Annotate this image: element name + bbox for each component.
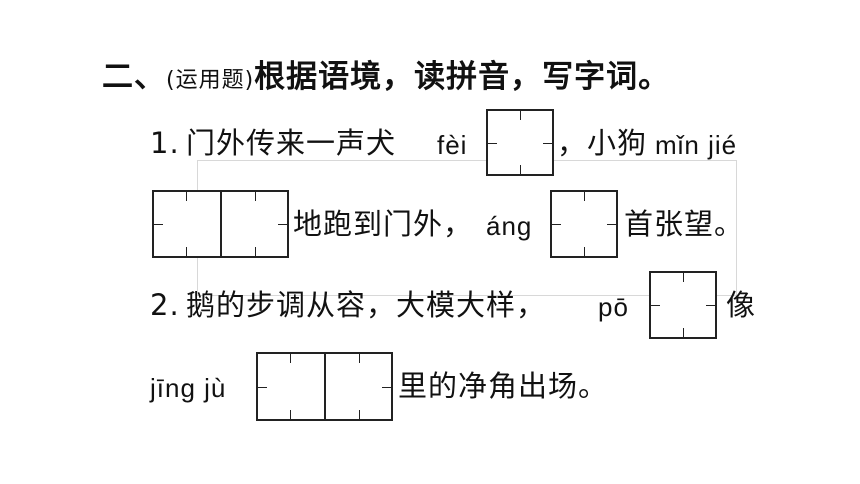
q1-text-d: 首张望。 — [624, 207, 745, 241]
q1-text-b: ，小狗 — [557, 126, 648, 160]
instruction-text: 根据语境，读拼音，写字词。 — [254, 59, 671, 95]
q1-answer-box-b[interactable] — [152, 190, 289, 258]
question-heading: 二、(运用题)根据语境，读拼音，写字词。 — [102, 62, 670, 93]
q1-text-c: 地跑到门外， — [293, 207, 474, 241]
q1-pinyin-a: fèi — [437, 130, 468, 160]
q2-pinyin-b: jīng jù — [150, 373, 227, 403]
q2-text-b: 像 — [726, 288, 757, 322]
q2-text-c: 里的净角出场。 — [398, 369, 609, 403]
q1-number: 1. — [150, 126, 180, 160]
question-type-tag: (运用题) — [166, 68, 255, 93]
q1-answer-box-a[interactable] — [486, 109, 554, 176]
q2-answer-box-b[interactable] — [256, 352, 393, 421]
q2-pinyin-a: pō — [598, 292, 629, 322]
q1-text-a: 门外传来一声犬 — [186, 126, 397, 160]
q2-text-a: 鹅的步调从容，大模大样， — [186, 288, 547, 322]
q2-answer-box-a[interactable] — [649, 271, 717, 339]
q1-pinyin-c: áng — [486, 211, 533, 241]
q1-pinyin-b: mǐn jié — [655, 130, 738, 160]
q1-answer-box-c[interactable] — [550, 190, 618, 258]
q2-number: 2. — [150, 288, 180, 322]
section-number: 二、 — [102, 59, 166, 95]
